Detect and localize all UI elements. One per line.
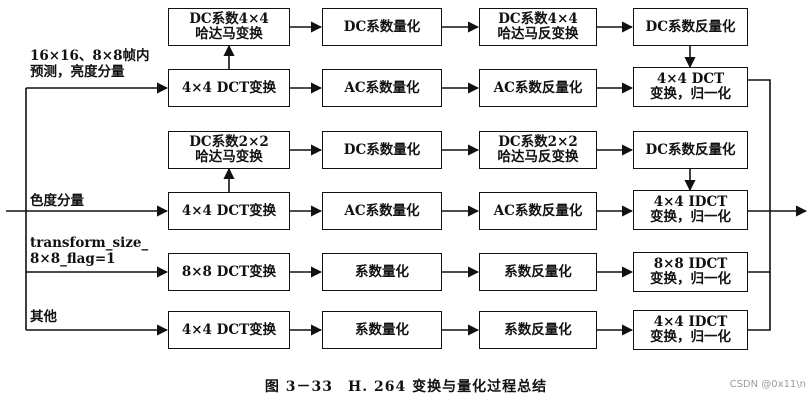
r4-idct-line1: 4×4 IDCT [653, 194, 728, 210]
r6-idct-line1: 4×4 IDCT [653, 314, 728, 330]
r3-dc-inv-hadamard-box: DC系数2×2 哈达马反变换 [479, 131, 597, 169]
input-label-transform8-line2: 8×8_flag=1 [30, 251, 116, 267]
r6-dct-label: 4×4 DCT变换 [181, 321, 277, 338]
r2-idct-line1: 4×4 DCT [656, 71, 725, 87]
r2-ac-quant-box: AC系数量化 [322, 69, 442, 107]
r6-dct-box: 4×4 DCT变换 [168, 311, 290, 349]
r4-idct-box: 4×4 IDCT 变换，归一化 [633, 190, 748, 230]
r5-dct-label: 8×8 DCT变换 [181, 263, 277, 280]
r3-dc-inv-hadamard-line1: DC系数2×2 [498, 134, 578, 150]
r5-quant-box: 系数量化 [322, 253, 442, 291]
r5-dct-box: 8×8 DCT变换 [168, 253, 290, 291]
input-label-luma-line2: 预测，亮度分量 [30, 64, 125, 80]
r3-dc-hadamard-line1: DC系数2×2 [189, 134, 269, 150]
r1-dc-hadamard-box: DC系数4×4 哈达马变换 [168, 8, 290, 46]
r1-dc-quant-label: DC系数量化 [343, 18, 421, 35]
figure-caption: 图 3－33 H. 264 变换与量化过程总结 [264, 379, 548, 395]
r3-dc-hadamard-box: DC系数2×2 哈达马变换 [168, 131, 290, 169]
input-label-luma: 16×16、8×8帧内 预测，亮度分量 [30, 48, 149, 80]
r3-dc-hadamard-line2: 哈达马变换 [195, 149, 263, 165]
r2-dct-box: 4×4 DCT变换 [168, 69, 290, 107]
r3-dc-dequant-label: DC系数反量化 [645, 141, 736, 158]
r5-idct-line2: 变换，归一化 [650, 271, 731, 287]
r4-dct-label: 4×4 DCT变换 [181, 202, 277, 219]
r6-quant-box: 系数量化 [322, 311, 442, 349]
input-label-chroma: 色度分量 [30, 193, 84, 209]
r3-dc-dequant-box: DC系数反量化 [633, 131, 748, 169]
input-label-transform8: transform_size_ 8×8_flag=1 [30, 235, 148, 267]
r1-dc-dequant-box: DC系数反量化 [633, 8, 748, 46]
input-label-luma-line1: 16×16、8×8帧内 [30, 48, 150, 64]
collector-other [748, 272, 771, 331]
input-label-other: 其他 [30, 309, 57, 325]
r2-dct-label: 4×4 DCT变换 [181, 79, 277, 96]
r6-quant-label: 系数量化 [355, 321, 409, 338]
r3-dc-quant-label: DC系数量化 [343, 141, 421, 158]
collector-luma [748, 79, 771, 211]
r1-dc-inv-hadamard-line1: DC系数4×4 [498, 11, 578, 27]
r4-ac-dequant-label: AC系数反量化 [493, 202, 583, 219]
r1-dc-inv-hadamard-line2: 哈达马反变换 [497, 26, 579, 42]
r1-dc-dequant-label: DC系数反量化 [645, 18, 736, 35]
r5-idct-box: 8×8 IDCT 变换，归一化 [633, 252, 748, 292]
r4-ac-quant-box: AC系数量化 [322, 192, 442, 230]
r3-dc-quant-box: DC系数量化 [322, 131, 442, 169]
r1-dc-hadamard-line1: DC系数4×4 [189, 11, 269, 27]
r2-idct-line2: 变换，归一化 [650, 86, 731, 102]
r6-idct-line2: 变换，归一化 [650, 329, 731, 345]
r6-idct-box: 4×4 IDCT 变换，归一化 [633, 310, 748, 350]
r2-idct-box: 4×4 DCT 变换，归一化 [633, 67, 748, 107]
r2-ac-quant-label: AC系数量化 [344, 79, 420, 96]
r4-ac-quant-label: AC系数量化 [344, 202, 420, 219]
r5-dequant-box: 系数反量化 [479, 253, 597, 291]
r1-dc-hadamard-line2: 哈达马变换 [195, 26, 263, 42]
r5-idct-line1: 8×8 IDCT [653, 256, 728, 272]
r4-idct-line2: 变换，归一化 [650, 209, 731, 225]
r4-ac-dequant-box: AC系数反量化 [479, 192, 597, 230]
r1-dc-quant-box: DC系数量化 [322, 8, 442, 46]
r6-dequant-box: 系数反量化 [479, 311, 597, 349]
watermark: CSDN @0x11\n [729, 379, 806, 390]
input-label-transform8-line1: transform_size_ [30, 235, 149, 251]
r1-dc-inv-hadamard-box: DC系数4×4 哈达马反变换 [479, 8, 597, 46]
r2-ac-dequant-label: AC系数反量化 [493, 79, 583, 96]
r3-dc-inv-hadamard-line2: 哈达马反变换 [497, 149, 579, 165]
r6-dequant-label: 系数反量化 [504, 321, 572, 338]
r5-dequant-label: 系数反量化 [504, 263, 572, 280]
collector-8x8 [748, 211, 771, 273]
r5-quant-label: 系数量化 [355, 263, 409, 280]
r2-ac-dequant-box: AC系数反量化 [479, 69, 597, 107]
r4-dct-box: 4×4 DCT变换 [168, 192, 290, 230]
